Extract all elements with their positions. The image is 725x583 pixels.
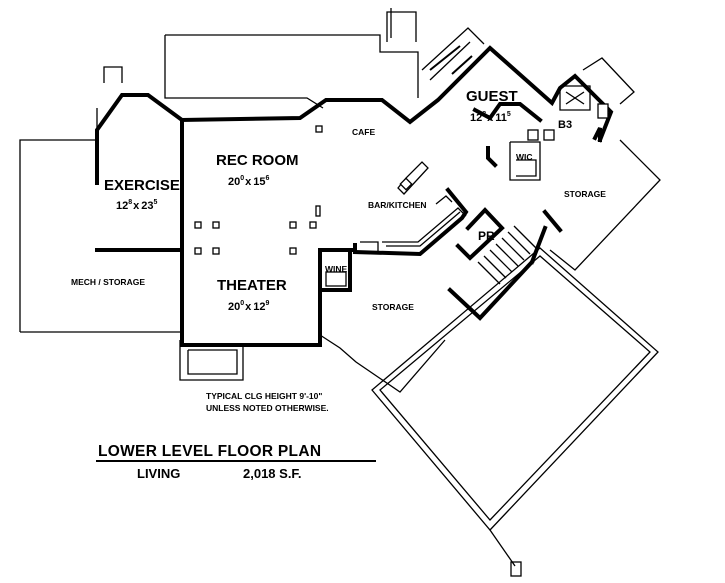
rec-w-in: 0	[240, 175, 244, 182]
guest-room-name: GUEST	[466, 88, 518, 105]
ceiling-note-line1: TYPICAL CLG HEIGHT 9'-10"	[206, 391, 322, 401]
theater-w-ft: 20	[228, 301, 240, 313]
theater-separator: x	[245, 301, 252, 313]
rec-w-ft: 20	[228, 176, 240, 188]
exterior-outlines	[19, 8, 661, 393]
stair-treads	[477, 225, 537, 285]
cafe-label: CAFE	[352, 127, 375, 137]
bar-kitchen-label: BAR/KITCHEN	[368, 200, 427, 210]
exercise-l-ft: 23	[141, 200, 153, 212]
exercise-separator: x	[133, 200, 140, 212]
guest-l-in: 5	[507, 111, 511, 118]
rec-l-ft: 15	[253, 176, 265, 188]
rec-l-in: 6	[266, 175, 270, 182]
guest-l-ft: 11	[495, 112, 507, 124]
guest-separator: x	[487, 112, 494, 124]
storage-center-label: STORAGE	[372, 302, 414, 312]
ceiling-note-line2: UNLESS NOTED OTHERWISE.	[206, 403, 329, 413]
garage-outline	[371, 247, 659, 577]
guest-w-in: 8	[482, 111, 486, 118]
guest-w-ft: 12	[470, 112, 482, 124]
living-area: 2,018 S.F.	[243, 466, 302, 481]
living-label: LIVING	[137, 466, 180, 481]
pr-label: PR	[478, 229, 495, 243]
storage-right-label: STORAGE	[564, 189, 606, 199]
theater-w-in: 0	[240, 300, 244, 307]
plan-title: LOWER LEVEL FLOOR PLAN	[98, 443, 321, 460]
exercise-l-in: 5	[154, 199, 158, 206]
wic-label: WIC	[516, 152, 533, 162]
rec-separator: x	[245, 176, 252, 188]
mech-storage-label: MECH / STORAGE	[71, 277, 145, 287]
theater-name: THEATER	[217, 277, 287, 294]
wine-label: WINE	[325, 264, 348, 274]
walls	[95, 45, 614, 347]
rec-room-name: REC ROOM	[216, 152, 299, 169]
fixtures	[126, 45, 609, 287]
b3-label: B3	[558, 119, 572, 131]
exercise-room-name: EXERCISE	[104, 177, 180, 194]
exercise-w-ft: 12	[116, 200, 128, 212]
theater-l-in: 9	[266, 300, 270, 307]
theater-columns	[194, 125, 323, 255]
exercise-w-in: 8	[128, 199, 132, 206]
theater-l-ft: 12	[253, 301, 265, 313]
